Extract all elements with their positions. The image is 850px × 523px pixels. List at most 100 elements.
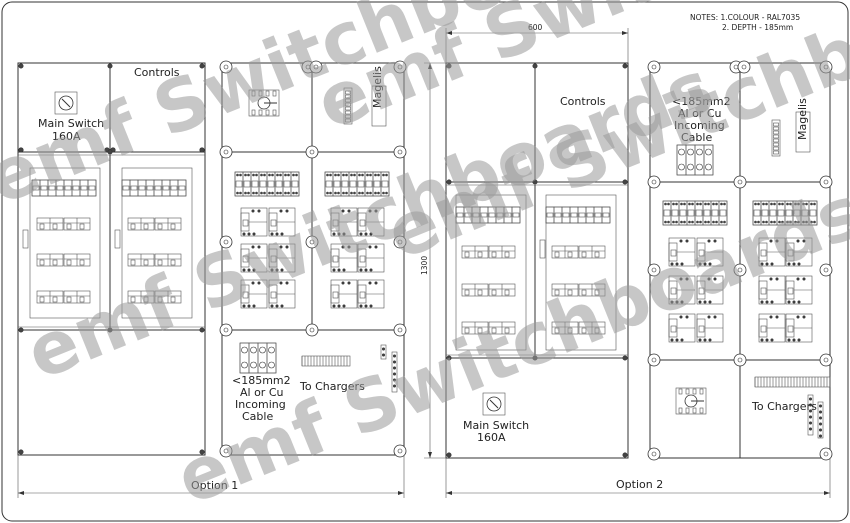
- terminal-icon: [699, 220, 702, 224]
- terminal-icon: [358, 173, 361, 177]
- terminal-hole-icon: [268, 346, 275, 354]
- mcb-toggle: [64, 185, 72, 191]
- screw-icon: [107, 327, 113, 333]
- dimension-arrow-icon: [428, 63, 432, 69]
- terminal-icon: [679, 277, 683, 281]
- screw-icon: [532, 63, 538, 69]
- terminal-icon: [667, 202, 670, 206]
- terminal-icon: [818, 416, 822, 420]
- mcb-toggle: [777, 209, 785, 217]
- terminal-icon: [792, 338, 796, 342]
- terminal-icon: [292, 191, 295, 195]
- terminal-icon: [762, 202, 765, 206]
- terminal-icon: [797, 202, 800, 206]
- mcb-toggle: [504, 212, 512, 218]
- terminal-icon: [392, 366, 396, 370]
- rcbo-toggle: [66, 296, 72, 303]
- mcb-toggle: [357, 180, 365, 188]
- terminal-icon: [778, 202, 781, 206]
- door-panel-left: [455, 194, 527, 351]
- isolator-pole: [265, 90, 270, 97]
- mcb-toggle: [138, 185, 146, 191]
- mcb-toggle: [72, 185, 80, 191]
- terminal-icon: [342, 232, 346, 236]
- terminal-icon: [775, 277, 779, 281]
- terminal-hole-icon: [705, 163, 712, 171]
- terminal-icon: [364, 268, 368, 272]
- mcb-toggle: [456, 212, 464, 218]
- terminal-icon: [769, 277, 773, 281]
- terminal-icon: [670, 262, 674, 266]
- terminal-icon: [797, 338, 801, 342]
- terminal-icon: [271, 173, 274, 177]
- mcb-toggle: [267, 180, 275, 188]
- mcb-breaker: [601, 206, 611, 224]
- terminal-icon: [805, 220, 808, 224]
- terminal-icon: [813, 202, 816, 206]
- mcb-toggle: [178, 185, 186, 191]
- terminal-icon: [342, 268, 346, 272]
- terminal-icon: [247, 173, 250, 177]
- terminal-icon: [754, 220, 757, 224]
- rcbo-toggle: [491, 251, 497, 258]
- rcd-toggle: [698, 287, 705, 295]
- terminal-icon: [781, 220, 784, 224]
- isolator-pole: [272, 109, 277, 116]
- terminal-icon: [369, 268, 373, 272]
- magelis-label-d: Magelis: [796, 98, 809, 140]
- terminal-icon: [786, 202, 789, 206]
- terminal-icon: [802, 277, 806, 281]
- terminal-icon: [704, 220, 707, 224]
- mcb-toggle: [586, 212, 594, 218]
- terminal-icon: [280, 268, 284, 272]
- terminal-icon: [392, 354, 396, 358]
- screw-icon: [18, 327, 24, 333]
- isolator-pole: [685, 407, 690, 414]
- terminal-icon: [334, 191, 337, 195]
- terminal-icon: [787, 262, 791, 266]
- rcd-toggle: [332, 255, 339, 263]
- mcb-toggle: [381, 180, 389, 188]
- terminal-icon: [332, 268, 336, 272]
- mcb-toggle: [80, 185, 88, 191]
- terminal-icon: [699, 202, 702, 206]
- mcb-toggle: [130, 185, 138, 191]
- screw-icon: [532, 355, 538, 361]
- hmi-led: [345, 118, 351, 123]
- mcb-breaker: [511, 206, 521, 224]
- mounting-boss-icon: [397, 149, 403, 155]
- mcb-toggle: [341, 180, 349, 188]
- incoming-cable-line-4-d: Cable: [681, 131, 712, 144]
- mounting-boss-icon: [223, 239, 229, 245]
- terminal-icon: [698, 262, 702, 266]
- terminal-icon: [239, 191, 242, 195]
- rcbo-toggle: [52, 259, 58, 266]
- mcb-toggle: [570, 212, 578, 218]
- hmi-led: [345, 106, 351, 111]
- door-panel-left: [29, 167, 101, 319]
- terminal-icon: [252, 304, 256, 308]
- rcbo-toggle: [157, 223, 163, 230]
- terminal-icon: [670, 338, 674, 342]
- isolator-switch: [675, 387, 707, 415]
- terminal-icon: [257, 209, 261, 213]
- terminal-icon: [723, 220, 726, 224]
- mounting-boss-icon: [223, 149, 229, 155]
- mcb-toggle: [251, 180, 259, 188]
- terminal-hole-icon: [696, 163, 703, 171]
- mcb-toggle: [170, 185, 178, 191]
- isolator-pole: [258, 90, 263, 97]
- incoming-cable-line-1-b: <185mm2: [232, 374, 291, 387]
- terminal-icon: [364, 304, 368, 308]
- terminal-icon: [385, 173, 388, 177]
- rcbo-toggle: [464, 251, 470, 258]
- terminal-icon: [334, 173, 337, 177]
- main-switch-rating-c: 160A: [477, 431, 506, 444]
- terminal-icon: [275, 304, 279, 308]
- hmi-led: [345, 102, 351, 107]
- terminal-icon: [244, 191, 247, 195]
- terminal-icon: [797, 220, 800, 224]
- terminal-icon: [760, 262, 764, 266]
- terminal-icon: [239, 173, 242, 177]
- rcbo-toggle: [567, 289, 573, 296]
